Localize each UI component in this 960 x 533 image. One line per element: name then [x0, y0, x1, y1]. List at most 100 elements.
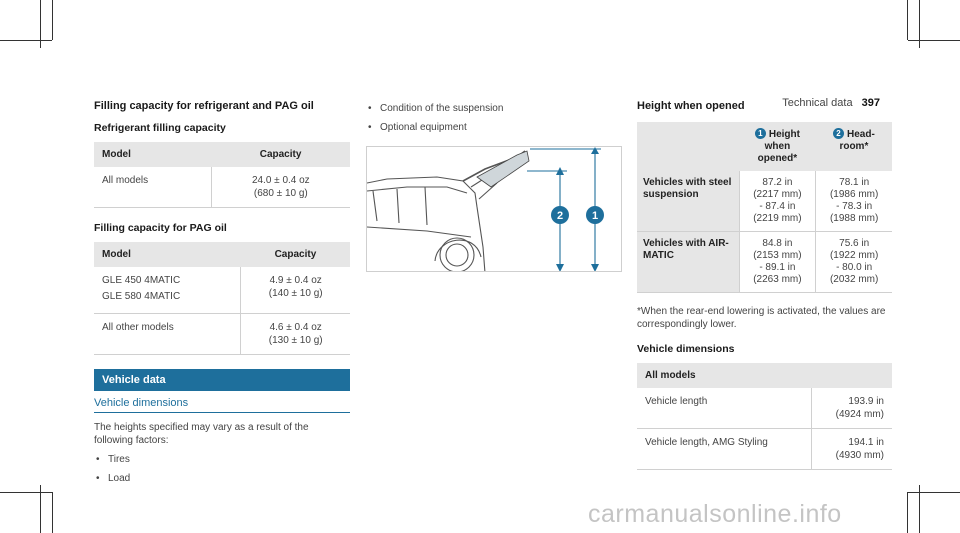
cell-model: GLE 450 4MATIC GLE 580 4MATIC: [94, 267, 241, 314]
header-line: opened*: [757, 153, 798, 164]
subsection-vehicle-dimensions: Vehicle dimensions: [94, 391, 350, 413]
cell-height: 84.8 in (2153 mm) - 89.1 in (2263 mm): [738, 231, 816, 293]
crop-mark: [52, 0, 53, 40]
list-item: Tires: [94, 453, 350, 466]
value-line: (2263 mm): [753, 274, 802, 285]
page-number: 397: [861, 97, 880, 109]
crop-mark: [0, 492, 52, 493]
crop-mark: [0, 40, 52, 41]
table-row: All other models 4.6 ± 0.4 oz (130 ± 10 …: [94, 313, 350, 355]
value-line: (1986 mm): [829, 189, 879, 200]
header-line: Head-: [847, 129, 875, 140]
refrigerant-table: Model Capacity All models 24.0 ± 0.4 oz …: [94, 142, 350, 208]
table-row: Vehicle length, AMG Styling 194.1 in (49…: [637, 428, 892, 470]
callout-2-icon: [551, 206, 569, 224]
capacity-imperial: 4.9 ± 0.4 oz: [269, 275, 322, 286]
value-line: (2219 mm): [753, 213, 802, 224]
cell-label: Vehicle length: [637, 388, 811, 429]
list-item: Load: [94, 472, 350, 485]
crop-mark: [919, 0, 920, 48]
value-line: - 89.1 in: [759, 262, 796, 273]
callout-1-icon: [586, 206, 604, 224]
value-line: 75.6 in: [839, 238, 870, 249]
col-model: Model: [94, 142, 212, 167]
row-label: Vehicles with steel suspension: [637, 171, 739, 232]
value-metric: (4924 mm): [835, 409, 884, 420]
value-line: 78.1 in: [839, 177, 870, 188]
header-line: room*: [839, 141, 869, 152]
heading-height-opened: Height when opened: [637, 100, 745, 112]
cell-capacity: 24.0 ± 0.4 oz (680 ± 10 g): [210, 167, 350, 208]
value-metric: (4930 mm): [835, 450, 884, 461]
cell-headroom: 78.1 in (1986 mm) - 78.3 in (1988 mm): [815, 171, 892, 232]
col-all-models: All models: [637, 363, 892, 388]
cell-value: 194.1 in (4930 mm): [810, 428, 892, 470]
factor-list: Tires Load: [94, 453, 350, 485]
crop-mark: [40, 485, 41, 533]
cell-value: 193.9 in (4924 mm): [810, 388, 892, 429]
heading-pag-oil: Filling capacity for PAG oil: [94, 222, 227, 234]
capacity-metric: (680 ± 10 g): [253, 188, 308, 199]
value-line: 84.8 in: [762, 238, 793, 249]
section-name: Technical data: [782, 97, 853, 109]
cell-label: Vehicle length, AMG Styling: [637, 428, 811, 470]
table-header-row: Model Capacity: [94, 242, 350, 267]
crop-mark: [908, 492, 960, 493]
model-name: GLE 450 4MATIC: [102, 275, 181, 286]
heading-refrigerant: Refrigerant filling capacity: [94, 122, 226, 134]
value-line: (2217 mm): [753, 189, 802, 200]
watermark: carmanualsonline.info: [588, 500, 842, 528]
value-line: (2032 mm): [829, 274, 879, 285]
col-capacity: Capacity: [240, 242, 350, 267]
intro-text: The heights specified may vary as a resu…: [94, 422, 309, 446]
footnote: *When the rear-end lowering is activated…: [637, 306, 886, 330]
cell-model: All models: [94, 167, 212, 208]
callout-2-label: 2: [557, 210, 563, 222]
value-line: - 78.3 in: [836, 201, 873, 212]
crop-mark: [52, 492, 53, 533]
value-line: (1922 mm): [829, 250, 879, 261]
callout-1-label: 1: [592, 210, 598, 222]
header-empty: [637, 122, 739, 171]
column-left: Filling capacity for refrigerant and PAG…: [94, 100, 350, 491]
factor-list-continued: Condition of the suspension Optional equ…: [366, 102, 622, 134]
table-row: All models 24.0 ± 0.4 oz (680 ± 10 g): [94, 167, 350, 208]
callout-2-icon: 2: [833, 128, 844, 139]
value-line: - 87.4 in: [759, 201, 796, 212]
section-bar-vehicle-data: Vehicle data: [94, 369, 350, 391]
table-row: Vehicles with steel suspension 87.2 in (…: [637, 171, 892, 232]
value-line: - 80.0 in: [836, 262, 873, 273]
cell-model: All other models: [94, 313, 241, 355]
cell-capacity: 4.9 ± 0.4 oz (140 ± 10 g): [240, 267, 350, 314]
header-line: when: [764, 141, 791, 152]
crop-mark: [919, 485, 920, 533]
crop-mark: [907, 0, 908, 40]
pag-oil-table: Model Capacity GLE 450 4MATIC GLE 580 4M…: [94, 242, 350, 355]
tailgate-height-figure: 2 1: [366, 146, 622, 272]
model-name: GLE 580 4MATIC: [102, 291, 181, 302]
value-imperial: 194.1 in: [848, 437, 884, 448]
capacity-metric: (140 ± 10 g): [268, 288, 323, 299]
table-row: Vehicles with AIR-MATIC 84.8 in (2153 mm…: [637, 231, 892, 293]
cell-capacity: 4.6 ± 0.4 oz (130 ± 10 g): [240, 313, 350, 355]
capacity-metric: (130 ± 10 g): [268, 335, 323, 346]
value-line: 87.2 in: [762, 177, 793, 188]
heading-filling-capacity: Filling capacity for refrigerant and PAG…: [94, 100, 314, 112]
column-middle: Condition of the suspension Optional equ…: [366, 102, 622, 272]
crop-mark: [40, 0, 41, 48]
list-item: Condition of the suspension: [366, 102, 622, 115]
suv-tailgate-illustration: 2 1: [367, 147, 604, 271]
dimensions-table: All models Vehicle length 193.9 in (4924…: [637, 363, 892, 470]
cell-headroom: 75.6 in (1922 mm) - 80.0 in (2032 mm): [815, 231, 892, 293]
capacity-imperial: 4.6 ± 0.4 oz: [269, 322, 322, 333]
list-item: Optional equipment: [366, 121, 622, 134]
crop-mark: [907, 492, 908, 533]
table-header-row: All models: [637, 363, 892, 388]
table-header-row: Model Capacity: [94, 142, 350, 167]
value-line: (1988 mm): [829, 213, 879, 224]
callout-1-icon: 1: [754, 128, 766, 139]
